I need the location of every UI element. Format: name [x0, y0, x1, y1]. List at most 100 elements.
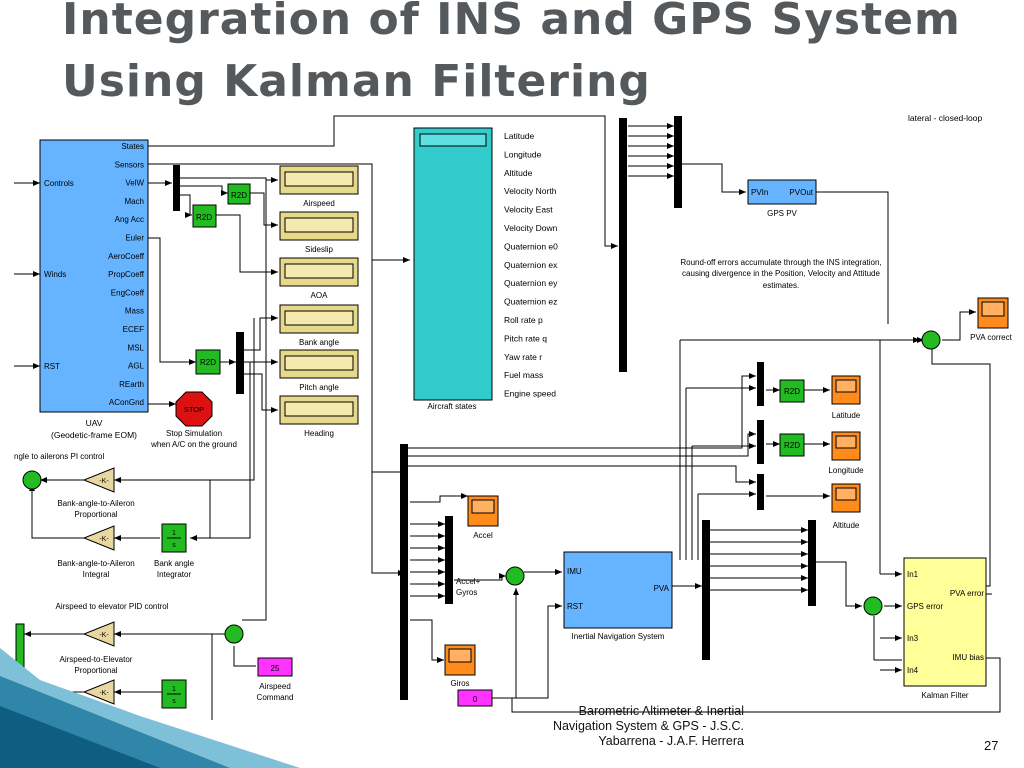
elevator-control-title: Airspeed to elevator PID control	[56, 602, 169, 611]
aircraft-state-signal: Yaw rate r	[504, 352, 542, 362]
roundoff-line: causing divergence in the Position, Velo…	[682, 269, 880, 278]
integrator-block-elev[interactable]: 1 s	[161, 679, 187, 709]
uav-input-winds: Winds	[44, 270, 66, 279]
scope-latitude[interactable]: Latitude	[831, 375, 861, 420]
aircraft-state-signal: Latitude	[504, 131, 535, 141]
r2d-label: R2D	[196, 213, 212, 222]
aircraft-states-block[interactable]: Aircraft states LatitudeLongitudeAltitud…	[413, 127, 558, 411]
aileron-control-title: ngle to ailerons PI control	[14, 452, 104, 461]
airspeed-command-caption-sub: Command	[257, 693, 294, 702]
scope-longitude[interactable]: Longitude	[828, 431, 864, 475]
uav-output-port: VelW	[125, 179, 144, 188]
stop-caption-sub: when A/C on the ground	[150, 440, 237, 449]
stop-block[interactable]: STOP Stop Simulation when A/C on the gro…	[150, 391, 237, 449]
gps-pv-block[interactable]: PVIn PVOut GPS PV	[747, 179, 817, 218]
integrator-caption-sub: Integrator	[157, 570, 192, 579]
corner-decoration	[0, 648, 300, 768]
uav-output-port: Mach	[124, 197, 144, 206]
airspeed-command-block[interactable]: 25 Airspeed Command	[257, 657, 294, 702]
display-sideslip[interactable]: Sideslip	[279, 211, 359, 254]
gain-caption: Airspeed-to-Elevator	[60, 655, 133, 664]
aircraft-states-caption: Aircraft states	[428, 402, 477, 411]
scope-label: Accel	[473, 531, 493, 540]
uav-output-port: AGL	[128, 362, 145, 371]
gain-block-elev-deriv[interactable]: -K-	[82, 679, 115, 705]
r2d-block[interactable]: R2D	[192, 204, 217, 228]
sum-block[interactable]	[863, 596, 883, 616]
display-label: Sideslip	[305, 245, 334, 254]
kalman-filter-block[interactable]: In1 GPS error In3 In4 PVA error IMU bias…	[903, 557, 987, 700]
kalman-in-port: In1	[907, 570, 919, 579]
ins-rst-port: RST	[567, 602, 583, 611]
aircraft-state-signal: Velocity East	[504, 205, 553, 215]
uav-output-port: AeroCoeff	[108, 252, 145, 261]
gain-caption: Bank-angle-to-Aileron	[57, 559, 134, 568]
roundoff-annotation: Round-off errors accumulate through the …	[680, 258, 881, 290]
mux-bar	[236, 332, 244, 394]
r2d-block[interactable]: R2D	[779, 379, 805, 403]
r2d-block[interactable]: R2D	[195, 349, 221, 375]
scope-accel[interactable]: Accel	[467, 495, 499, 540]
sum-block[interactable]	[224, 624, 244, 644]
gain-caption: Bank-angle-to-Aileron	[57, 499, 134, 508]
slide-title-line2: Using Kalman Filtering	[62, 56, 651, 107]
sum-block[interactable]	[505, 566, 525, 586]
gain-label: -K-	[99, 632, 109, 639]
scope-pva-correct[interactable]: PVA correct	[970, 297, 1013, 342]
sum-block[interactable]	[921, 330, 941, 350]
aircraft-state-signal: Pitch rate q	[504, 333, 547, 343]
mux-bar	[757, 362, 764, 406]
airspeed-command-caption: Airspeed	[259, 682, 291, 691]
display-label: Airspeed	[303, 199, 335, 208]
mux-bar	[757, 420, 764, 464]
uav-input-rst: RST	[44, 362, 60, 371]
uav-block-body[interactable]	[39, 139, 149, 413]
accel-gyros-label-sub: Gyros	[456, 588, 477, 597]
scope-altitude[interactable]: Altitude	[831, 483, 861, 530]
sum-blocks	[22, 330, 941, 644]
kalman-in-port: GPS error	[907, 602, 943, 611]
display-label: Bank angle	[299, 338, 340, 347]
uav-output-port: Ang Acc	[115, 215, 144, 224]
uav-caption: UAV	[86, 418, 103, 428]
scope-label: Latitude	[832, 411, 861, 420]
display-airspeed[interactable]: Airspeed	[279, 165, 359, 208]
scope-blocks: PVA correct Latitude Longitude Altitude …	[444, 297, 1013, 688]
integrator-block-bank[interactable]: 1 s Bank angle Integrator	[154, 523, 195, 579]
page-number: 27	[984, 738, 999, 753]
r2d-block[interactable]: R2D	[227, 183, 251, 205]
zero-constant-value: 0	[473, 695, 478, 704]
gain-label: -K-	[99, 478, 109, 485]
display-label: Pitch angle	[299, 383, 339, 392]
footer-line: Yabarrena - J.A.F. Herrera	[598, 734, 744, 748]
stop-caption: Stop Simulation	[166, 429, 222, 438]
aircraft-state-signal: Longitude	[504, 149, 542, 159]
display-bank-angle[interactable]: Bank angle	[279, 304, 359, 347]
aircraft-state-signal: Quaternion ey	[504, 278, 558, 288]
aircraft-state-signal: Velocity Down	[504, 223, 558, 233]
sum-block[interactable]	[22, 470, 42, 490]
demux-bar	[702, 520, 710, 660]
r2d-label: R2D	[231, 191, 247, 200]
zero-constant-block[interactable]: 0	[457, 689, 493, 707]
mux-bar	[445, 516, 453, 604]
integrator-den: s	[172, 542, 176, 549]
display-heading[interactable]: Heading	[279, 395, 359, 438]
kalman-out-port: IMU bias	[952, 653, 984, 662]
display-pitch-angle[interactable]: Pitch angle	[279, 349, 359, 392]
mux-bar	[674, 116, 682, 208]
gain-block-bank-integral[interactable]: -K- Bank-angle-to-Aileron Integral	[57, 525, 135, 579]
gain-block-elev-prop[interactable]: -K- Airspeed-to-Elevator Proportional	[60, 621, 133, 675]
ins-block[interactable]: IMU RST PVA Inertial Navigation System	[563, 551, 673, 641]
uav-output-port: ECEF	[123, 325, 144, 334]
gps-pv-out-port: PVOut	[789, 188, 813, 197]
gps-pv-in-port: PVIn	[751, 188, 768, 197]
scope-label: Giros	[450, 679, 469, 688]
r2d-label: R2D	[784, 387, 800, 396]
display-aoa[interactable]: AOA	[279, 257, 359, 300]
scope-giros[interactable]: Giros	[444, 644, 476, 688]
gain-block-bank-prop[interactable]: -K- Bank-angle-to-Aileron Proportional	[57, 467, 135, 519]
r2d-label: R2D	[784, 441, 800, 450]
r2d-block[interactable]: R2D	[779, 433, 805, 457]
